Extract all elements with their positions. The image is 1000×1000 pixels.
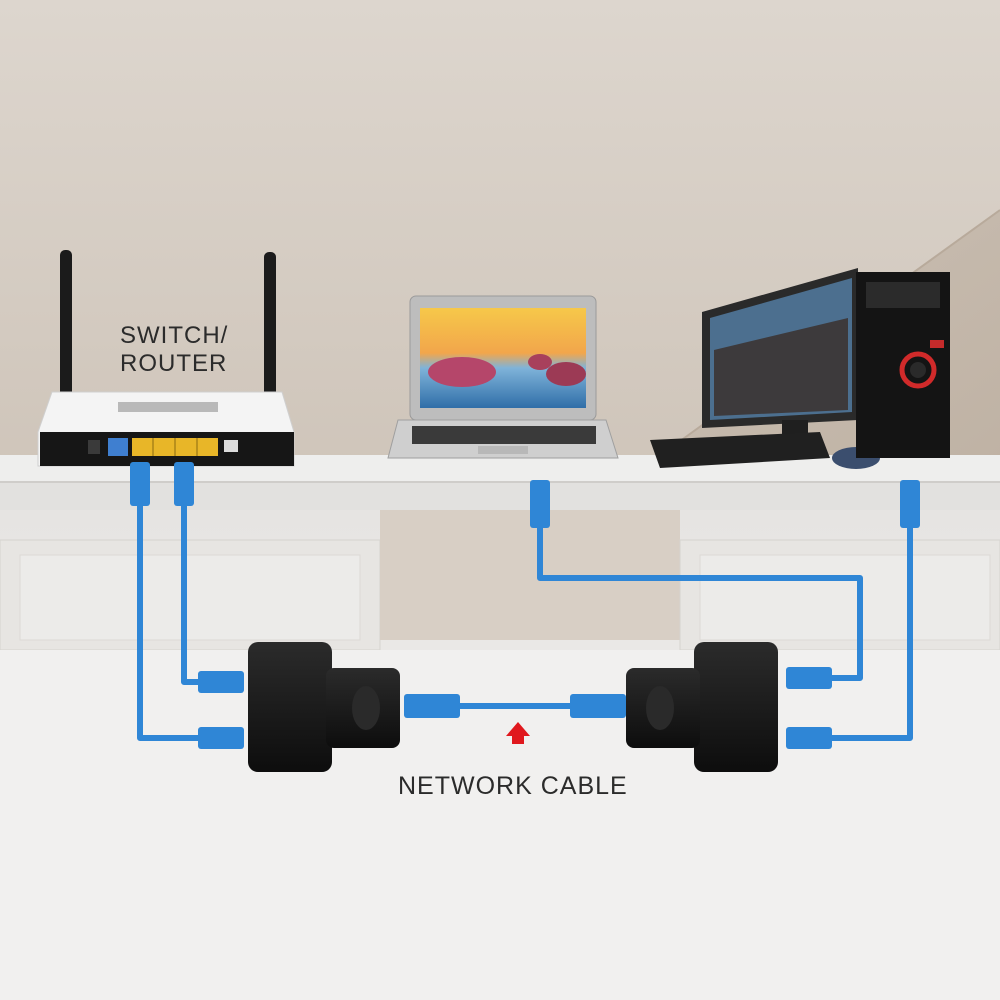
cabinet-right-panel (699, 554, 991, 641)
laptop-keyboard (412, 426, 596, 444)
switch-router (37, 250, 295, 467)
screen-poster (714, 318, 848, 416)
rj45-splitter-left (248, 642, 400, 772)
plug-pc (900, 480, 920, 528)
screen-rock (428, 357, 496, 387)
desktop-pc (650, 268, 950, 469)
splitter-body (248, 642, 332, 772)
screen-rock (546, 362, 586, 386)
cabinet-left-panel (19, 554, 361, 641)
rj45-splitter-right (626, 642, 778, 772)
pc-badge (930, 340, 944, 348)
cable-laptop-to-right-splitter (537, 520, 863, 681)
plug-cable-left (404, 694, 460, 718)
arrow-stem (512, 735, 524, 744)
pc-fan (910, 362, 926, 378)
shelf-front (0, 482, 1000, 510)
laptop-screen (420, 308, 586, 408)
pc-drive-bay (866, 282, 940, 308)
splitter-body (694, 642, 778, 772)
screen-rock (528, 354, 552, 370)
power-port (88, 440, 100, 454)
router-label-line2: ROUTER (120, 350, 228, 377)
plug-left-bottom (198, 727, 244, 749)
router-badge (118, 402, 218, 412)
plug-router-1 (130, 462, 150, 506)
keyboard (650, 432, 830, 468)
reset-button (224, 440, 238, 452)
arrow-head (506, 722, 530, 736)
splitter-grip (352, 686, 380, 730)
cable-pc-to-right-splitter (820, 520, 913, 741)
rj45-plugs (130, 462, 920, 749)
router-label-line1: SWITCH/ (120, 322, 229, 349)
plug-laptop (530, 480, 550, 528)
laptop-touchpad (478, 446, 528, 454)
laptop (387, 295, 619, 459)
splitter-grip (646, 686, 674, 730)
red-arrow-icon (506, 722, 530, 744)
plug-router-2 (174, 462, 194, 506)
floor (0, 650, 1000, 1000)
plug-left-top (198, 671, 244, 693)
network-cable-label: NETWORK CABLE (398, 772, 628, 800)
pc-fan-ring (899, 351, 937, 389)
plug-right-top (786, 667, 832, 689)
wan-port (108, 438, 128, 456)
plug-cable-right (570, 694, 626, 718)
cable-router-to-left-splitter-bottom (137, 500, 210, 741)
router-label: SWITCH/ ROUTER (120, 322, 228, 378)
plug-right-bottom (786, 727, 832, 749)
